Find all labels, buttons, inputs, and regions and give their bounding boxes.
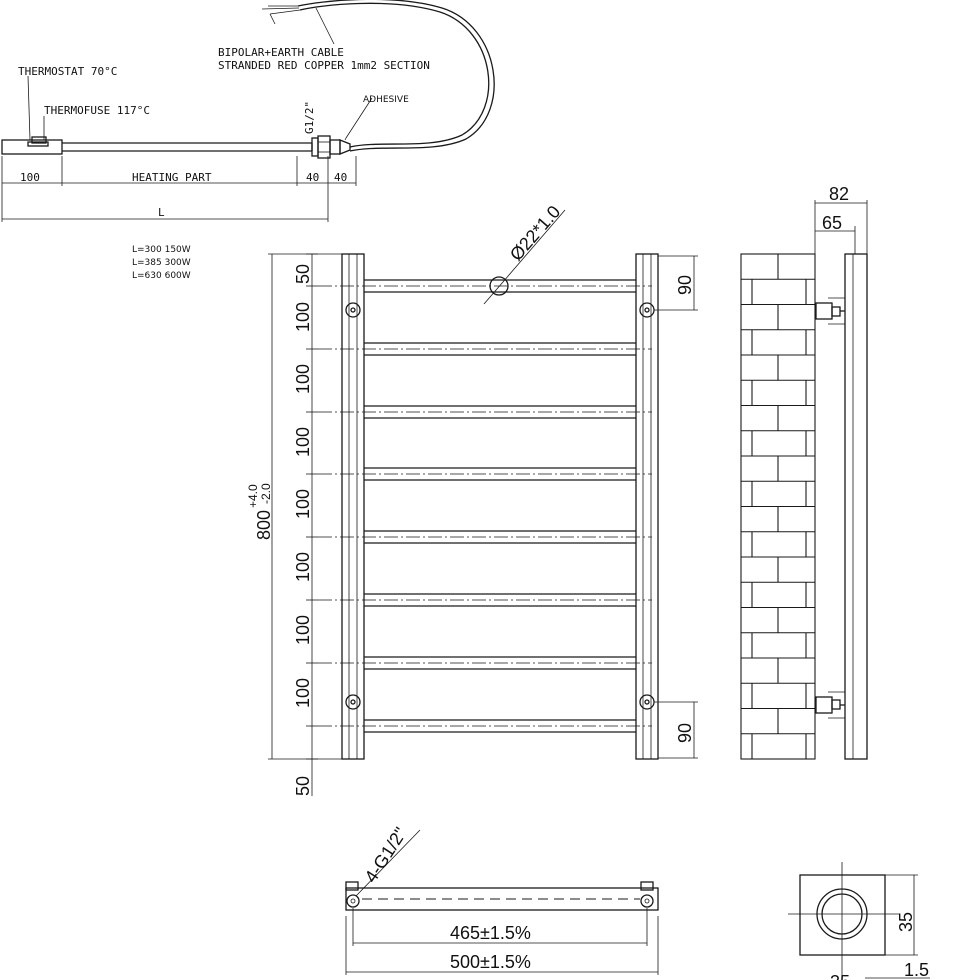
spacing-label: 50 (293, 776, 313, 796)
power-row: L=385 300W (132, 258, 191, 268)
top-view: 4-G1/2" 465±1.5% 500±1.5% (345, 824, 659, 975)
height-tol-plus: +4.0 (246, 484, 260, 508)
tube-diameter-label: Ø22*1.0 (506, 202, 564, 265)
horizontal-bar (318, 279, 652, 293)
thermostat-label: THERMOSTAT 70°C (18, 65, 117, 78)
width-dim: 500±1.5% (450, 952, 531, 972)
thread-label: G1/2" (303, 101, 316, 134)
spacing-label: 100 (293, 364, 313, 394)
height-tol-minus: -2.0 (259, 483, 273, 504)
tube-section (489, 276, 509, 296)
cable-label-line-1: BIPOLAR+EARTH CABLE (218, 46, 344, 59)
centers-dim: 465±1.5% (450, 923, 531, 943)
profile-width-dim: 35 (830, 972, 850, 980)
left-collector (341, 253, 365, 760)
spacing-label: 50 (293, 264, 313, 284)
spacing-dim-chain: 50 100 100 100 100 100 100 100 50 (293, 253, 318, 796)
spacing-label: 100 (293, 552, 313, 582)
spacing-label: 100 (293, 615, 313, 645)
thermofuse-label: THERMOFUSE 117°C (44, 104, 150, 117)
power-row: L=300 150W (132, 245, 191, 255)
wall-bricks (741, 254, 815, 759)
spacing-label: 100 (293, 489, 313, 519)
square-profile (799, 874, 886, 956)
horizontal-bar (318, 656, 652, 670)
connections-label: 4-G1/2" (361, 824, 411, 886)
spacing-label: 100 (293, 427, 313, 457)
dim-40-left: 40 (306, 171, 319, 184)
section-view: 35 1.5 35 (788, 862, 930, 980)
side-view: 82 65 (740, 184, 868, 760)
right-collector (635, 253, 659, 760)
wall-bracket-bottom (815, 691, 845, 719)
fitting-nut (311, 137, 319, 157)
thermostat-block (31, 136, 47, 144)
top-offset-dim: 90 (675, 275, 695, 295)
bottom-offset-dim: 90 (675, 723, 695, 743)
heating-part-label: HEATING PART (132, 171, 212, 184)
horizontal-bars (318, 279, 652, 733)
length-label: L (158, 206, 165, 219)
height-dim: 800 (254, 510, 274, 540)
cable (299, 2, 490, 148)
depth-wall-dim: 65 (822, 213, 842, 233)
spacing-label: 100 (293, 302, 313, 332)
connection-points (345, 302, 655, 710)
profile-size-dim: 35 (896, 912, 916, 932)
horizontal-bar (318, 342, 652, 356)
dim-40-right: 40 (334, 171, 347, 184)
spacing-label: 100 (293, 678, 313, 708)
wall-bracket-top (815, 297, 845, 325)
heating-element-detail: BIPOLAR+EARTH CABLE STRANDED RED COPPER … (1, 0, 495, 281)
wall-thickness-dim: 1.5 (904, 960, 929, 980)
horizontal-bar (318, 530, 652, 544)
horizontal-bar (318, 593, 652, 607)
power-row: L=630 600W (132, 271, 191, 281)
front-view: Ø22*1.0 90 90 800 +4.0 -2.0 50 100 100 100 1… (246, 202, 698, 796)
horizontal-bar (318, 719, 652, 733)
horizontal-bar (318, 467, 652, 481)
horizontal-bar (318, 405, 652, 419)
depth-total-dim: 82 (829, 184, 849, 204)
dim-100: 100 (20, 171, 40, 184)
radiator-profile (844, 253, 868, 760)
adhesive-label: ADHESIVE (363, 95, 409, 105)
cable-label-line-2: STRANDED RED COPPER 1mm2 SECTION (218, 59, 430, 72)
bottom-bar (345, 887, 659, 911)
